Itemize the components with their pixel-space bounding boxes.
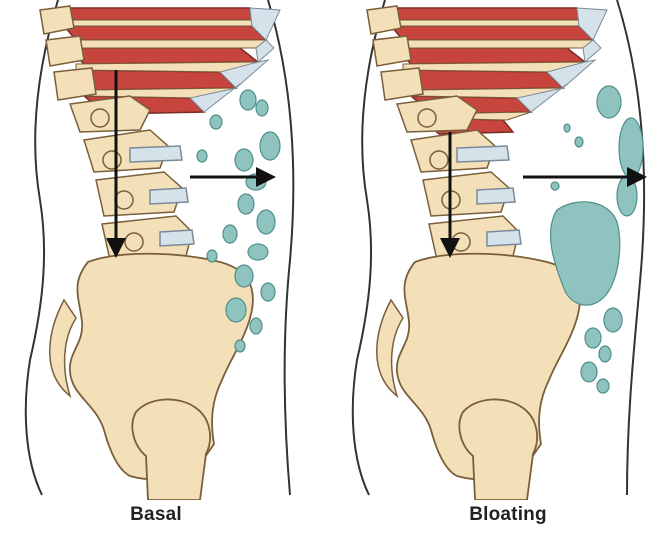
panel-label-basal: Basal — [46, 504, 266, 526]
body-outline-front — [268, 0, 293, 495]
basal-panel-illustration — [0, 0, 327, 500]
body-outline-front — [617, 0, 644, 495]
body-outline-back — [26, 0, 58, 495]
abdominal-wall-arrow — [523, 167, 647, 187]
panel-label-bloating: Bloating — [398, 504, 618, 526]
femur — [459, 399, 537, 500]
femur — [132, 399, 210, 500]
body-outline-back — [353, 0, 385, 495]
bloating-panel-illustration — [327, 0, 654, 500]
